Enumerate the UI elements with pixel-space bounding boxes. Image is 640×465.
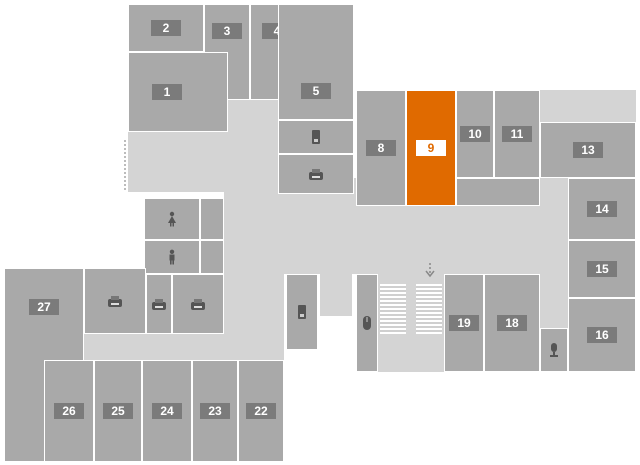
room-microphone[interactable] (540, 328, 568, 372)
room-5[interactable]: 5 (278, 4, 354, 120)
room-phone-south[interactable] (286, 274, 318, 350)
female-restroom-icon (163, 211, 181, 227)
room-phone-north[interactable] (278, 120, 354, 154)
room-label: 19 (449, 315, 479, 331)
room-19[interactable]: 19 (444, 274, 484, 372)
corridor-north-east (540, 90, 636, 122)
room-label: 16 (587, 327, 617, 343)
computer-mouse-icon (358, 315, 376, 331)
room-22[interactable]: 22 (238, 360, 284, 462)
phone-icon (293, 304, 311, 320)
entrance-marker (124, 140, 126, 190)
room-label: 5 (301, 83, 331, 99)
room-printer-small[interactable] (146, 274, 172, 334)
room-15[interactable]: 15 (568, 240, 636, 298)
room-label: 15 (587, 261, 617, 277)
room-14[interactable]: 14 (568, 178, 636, 240)
corridor-south-east (540, 178, 568, 328)
room-storage-east[interactable] (456, 178, 540, 206)
room-label: 8 (366, 140, 396, 156)
staircase-right (416, 284, 442, 334)
room-26[interactable]: 26 (44, 360, 94, 462)
room-23[interactable]: 23 (192, 360, 238, 462)
room-label: 9 (416, 140, 446, 156)
room-label: 2 (151, 20, 181, 36)
room-16[interactable]: 16 (568, 298, 636, 372)
room-restroom-male-stall[interactable] (200, 240, 224, 274)
room-24[interactable]: 24 (142, 360, 192, 462)
room-printer-west[interactable] (84, 268, 146, 334)
room-printer-center[interactable] (172, 274, 224, 334)
printer-icon (150, 296, 168, 312)
room-2[interactable]: 2 (128, 4, 204, 52)
room-label: 27 (29, 299, 59, 315)
room-label: 26 (54, 403, 84, 419)
arrow-down-icon (421, 262, 439, 278)
room-label: 1 (152, 84, 182, 100)
room-label: 22 (246, 403, 276, 419)
room-label: 25 (103, 403, 133, 419)
room-25[interactable]: 25 (94, 360, 142, 462)
room-label: 18 (497, 315, 527, 331)
printer-icon (307, 166, 325, 182)
room-label: 3 (212, 23, 242, 39)
printer-icon (106, 293, 124, 309)
room-restroom-female[interactable] (144, 198, 200, 240)
room-11[interactable]: 11 (494, 90, 540, 178)
room-label: 23 (200, 403, 230, 419)
room-10[interactable]: 10 (456, 90, 494, 178)
room-8[interactable]: 8 (356, 90, 406, 206)
room-13[interactable]: 13 (540, 122, 636, 178)
staircase-left (380, 284, 406, 334)
room-printer-north[interactable] (278, 154, 354, 194)
room-restroom-female-stall[interactable] (200, 198, 224, 240)
corridor-south-west (66, 334, 284, 362)
phone-icon (307, 129, 325, 145)
room-label: 24 (152, 403, 182, 419)
microphone-icon (545, 342, 563, 358)
corridor-alcove (320, 274, 352, 316)
room-computer[interactable] (356, 274, 378, 372)
room-label: 10 (460, 126, 490, 142)
room-label: 11 (502, 126, 532, 142)
corridor-west-lobby (128, 126, 206, 192)
room-restroom-male[interactable] (144, 240, 200, 274)
room-18[interactable]: 18 (484, 274, 540, 372)
printer-icon (189, 296, 207, 312)
room-1[interactable]: 1 (128, 52, 228, 132)
male-restroom-icon (163, 249, 181, 265)
room-9-highlighted[interactable]: 9 (406, 90, 456, 206)
room-label: 13 (573, 142, 603, 158)
room-label: 14 (587, 201, 617, 217)
